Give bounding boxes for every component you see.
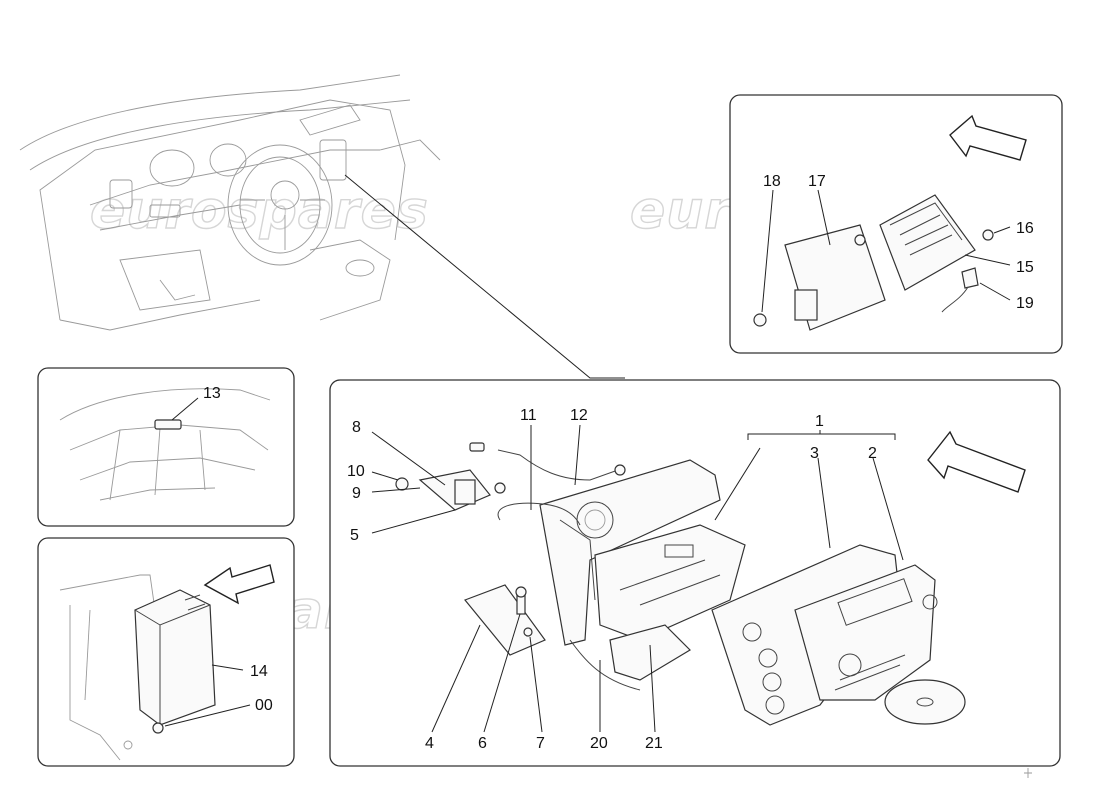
callout-14: 14: [250, 663, 268, 680]
control-panel-2: [794, 564, 936, 701]
callout-5: 5: [350, 527, 359, 544]
callout-20: 20: [590, 735, 608, 752]
panel-head-unit: 1 2 3 4 5 6 7 8 9 10 11 12 20 21: [329, 379, 1061, 767]
mounting-frame: [539, 459, 721, 646]
module-14: [134, 589, 216, 726]
callout-4: 4: [425, 735, 434, 752]
callout-15: 15: [1016, 259, 1034, 276]
orientation-arrow-top-right: [949, 114, 1027, 161]
part-13: [154, 419, 182, 430]
nut-7: [523, 627, 533, 637]
callout-00: 00: [255, 697, 273, 714]
callout-17: 17: [808, 173, 826, 190]
screw-8: [494, 482, 506, 494]
screw-16: [982, 229, 994, 241]
callout-18: 18: [763, 173, 781, 190]
callout-16: 16: [1016, 220, 1034, 237]
nut-18: [753, 313, 767, 327]
bracket-4: [464, 584, 546, 656]
callout-21: 21: [645, 735, 663, 752]
watermark-top-left: eurospares: [90, 181, 429, 241]
cd-disc: [884, 679, 966, 725]
callout-9: 9: [352, 485, 361, 502]
nut-00: [152, 722, 164, 734]
connector-19: [961, 267, 979, 289]
orientation-arrow-bottom-left: [203, 564, 275, 605]
car-interior-illustration: [19, 74, 441, 331]
bracket-5: [454, 479, 476, 505]
callout-3: 3: [810, 445, 819, 462]
panel-item-13-frame: [37, 367, 295, 527]
dashboard-leader-line: [344, 174, 625, 379]
orientation-arrow-main: [927, 430, 1026, 493]
cable-20: [569, 639, 641, 691]
module-17-bracket: [794, 289, 818, 321]
callout-12: 12: [570, 407, 588, 424]
callout-1: 1: [815, 413, 824, 430]
callout-6: 6: [478, 735, 487, 752]
callout-8: 8: [352, 419, 361, 436]
radio-chassis: [594, 524, 746, 641]
callout-2: 2: [868, 445, 877, 462]
cable-12: [497, 449, 619, 481]
cable-11: [497, 502, 581, 526]
panel-item-13: 13: [37, 367, 295, 527]
panel-telematics: 18 17 16 15 19: [729, 94, 1063, 354]
callout-11: 11: [520, 407, 537, 424]
callout-10: 10: [347, 463, 365, 480]
corner-mark: [1024, 768, 1032, 778]
panel-item-14: 14 00: [37, 537, 295, 767]
callout-19: 19: [1016, 295, 1034, 312]
callout-7: 7: [536, 735, 545, 752]
callout-13: 13: [203, 385, 221, 402]
